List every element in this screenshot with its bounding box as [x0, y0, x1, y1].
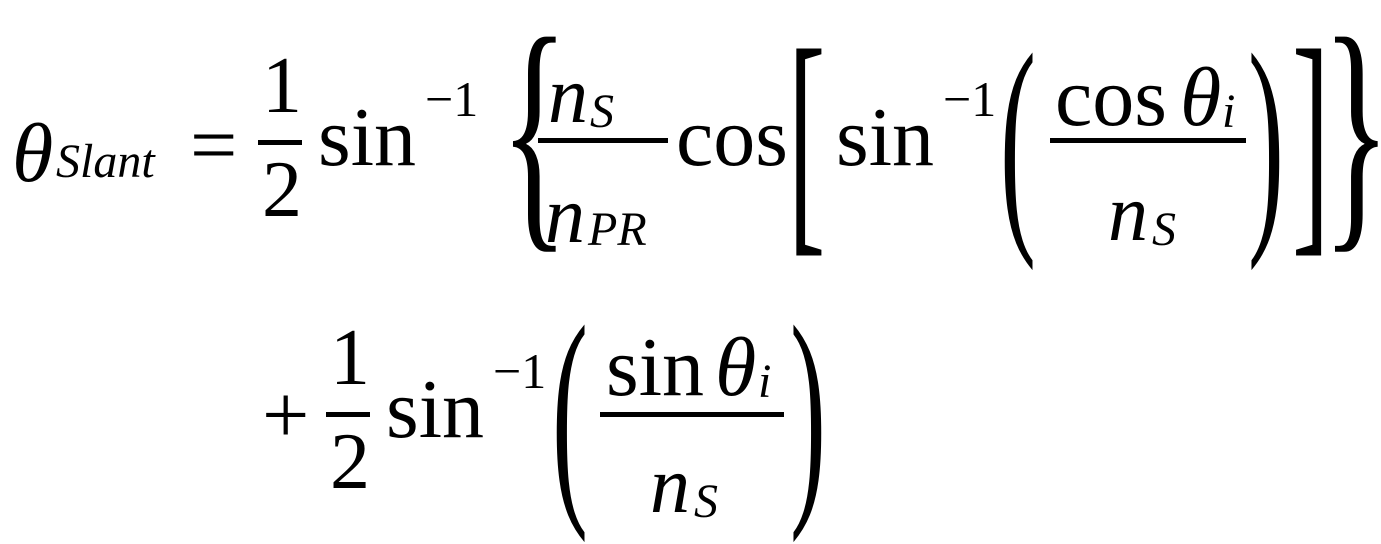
sin-func: sin: [318, 91, 417, 184]
left-paren: (: [1000, 5, 1036, 271]
right-brace: }: [1322, 0, 1381, 260]
sub-pr: PR: [588, 203, 647, 256]
fraction-bar: [538, 138, 668, 143]
fraction-bar: [326, 412, 370, 417]
half-denominator: 2: [262, 146, 302, 234]
right-paren: ): [1248, 5, 1284, 271]
cos-func: cos: [676, 91, 788, 184]
fraction-bar: [1050, 138, 1246, 143]
inverse-superscript: −1: [943, 71, 997, 127]
fraction-bar: [600, 412, 784, 417]
n-denominator: n: [1108, 170, 1148, 258]
equals-sign: =: [190, 99, 238, 192]
sub-s: S: [590, 85, 614, 138]
sin-func-frac: sin: [606, 321, 705, 414]
sub-i: i: [758, 355, 772, 408]
cos-func-frac: cos: [1055, 51, 1167, 144]
half-numerator: 1: [262, 42, 302, 130]
theta-symbol: θ: [12, 107, 54, 200]
subscript-slant: Slant: [56, 135, 155, 188]
right-bracket: ]: [1292, 0, 1330, 277]
half-denominator: 2: [330, 418, 370, 506]
sub-s: S: [694, 475, 718, 528]
sin-func-inner: sin: [836, 91, 935, 184]
theta-symbol: θ: [1180, 51, 1222, 144]
half-numerator: 1: [330, 314, 370, 402]
sin-func: sin: [386, 363, 485, 456]
right-paren: ): [790, 277, 826, 543]
theta-symbol: θ: [715, 321, 757, 414]
inverse-superscript: −1: [493, 343, 547, 399]
inverse-superscript: −1: [425, 71, 479, 127]
n-denominator: n: [650, 442, 690, 530]
left-brace: {: [500, 0, 569, 274]
fraction-bar: [258, 140, 302, 145]
n-numerator: n: [548, 52, 588, 140]
n-denominator: n: [545, 172, 585, 260]
left-paren: (: [552, 277, 588, 543]
sub-i: i: [1222, 85, 1236, 138]
plus-sign: +: [262, 369, 310, 462]
left-bracket: [: [788, 0, 826, 277]
sub-s: S: [1152, 203, 1176, 256]
